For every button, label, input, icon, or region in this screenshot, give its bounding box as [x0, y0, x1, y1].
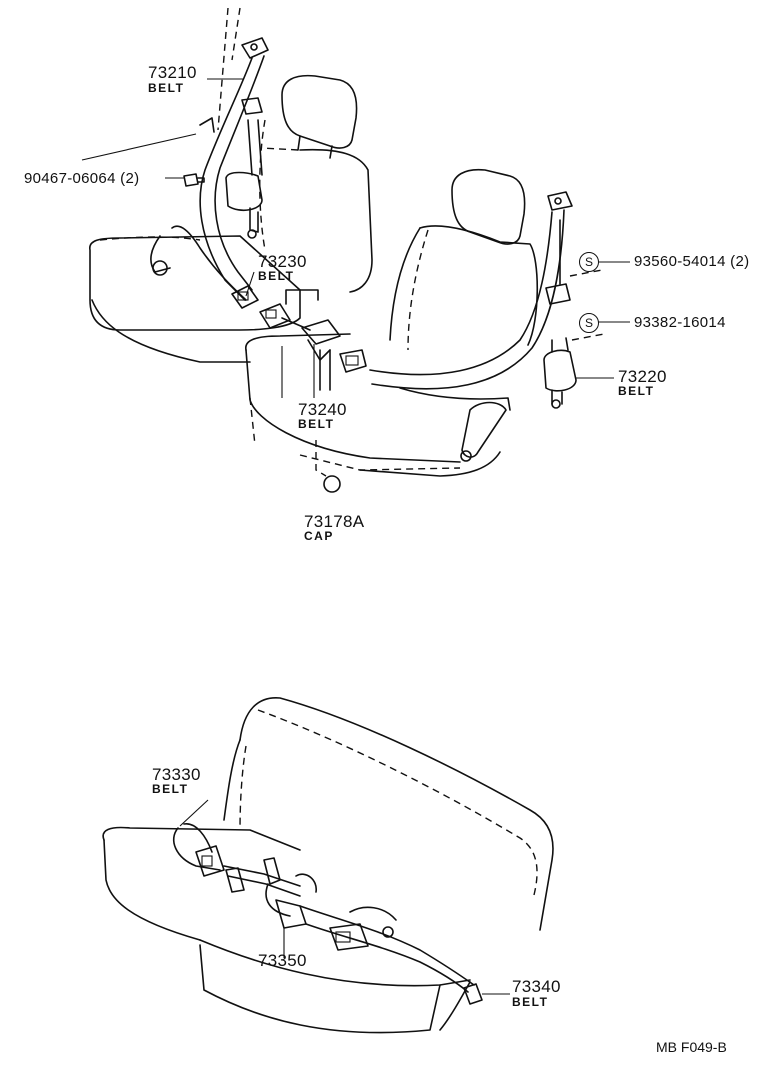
buckle-73240-shape — [301, 319, 367, 391]
b-pillar-panel — [199, 7, 241, 133]
leader-lines-front — [81, 78, 630, 477]
part-number-73240: 73240 — [298, 400, 347, 419]
part-number-93382: 93382-16014 — [634, 314, 726, 331]
part-number-73340: 73340 — [512, 977, 561, 996]
front-left-seat — [89, 74, 373, 363]
part-name-73210: BELT — [148, 81, 185, 95]
front-right-seat — [245, 168, 539, 477]
part-number-73230: 73230 — [258, 252, 307, 271]
standard-part-marker-93560: S — [579, 252, 599, 272]
bolt-90467-shape — [183, 173, 205, 187]
part-name-73230: BELT — [258, 269, 295, 283]
belt-73210-shape — [150, 37, 269, 309]
rear-seat — [102, 697, 554, 1034]
diagram-code: MB F049-B — [656, 1039, 727, 1055]
part-number-73220: 73220 — [618, 367, 667, 386]
part-name-73330: BELT — [152, 782, 189, 796]
part-number-73178a: 73178A — [304, 512, 365, 531]
part-number-73350: 73350 — [258, 951, 307, 970]
part-name-73240: BELT — [298, 417, 335, 431]
cap-73178a-shape — [323, 475, 341, 493]
part-number-73330: 73330 — [152, 765, 201, 784]
part-number-93560: 93560-54014 (2) — [634, 253, 750, 270]
part-name-73220: BELT — [618, 384, 655, 398]
part-number-90467: 90467-06064 (2) — [24, 170, 140, 187]
rear-belts-shape — [172, 799, 510, 1005]
part-name-73178a: CAP — [304, 529, 334, 543]
part-number-73210: 73210 — [148, 63, 197, 82]
belt-73220-shape — [369, 191, 577, 462]
standard-part-marker-93382: S — [579, 313, 599, 333]
buckle-73230-shape — [259, 289, 319, 331]
part-name-73340: BELT — [512, 995, 549, 1009]
